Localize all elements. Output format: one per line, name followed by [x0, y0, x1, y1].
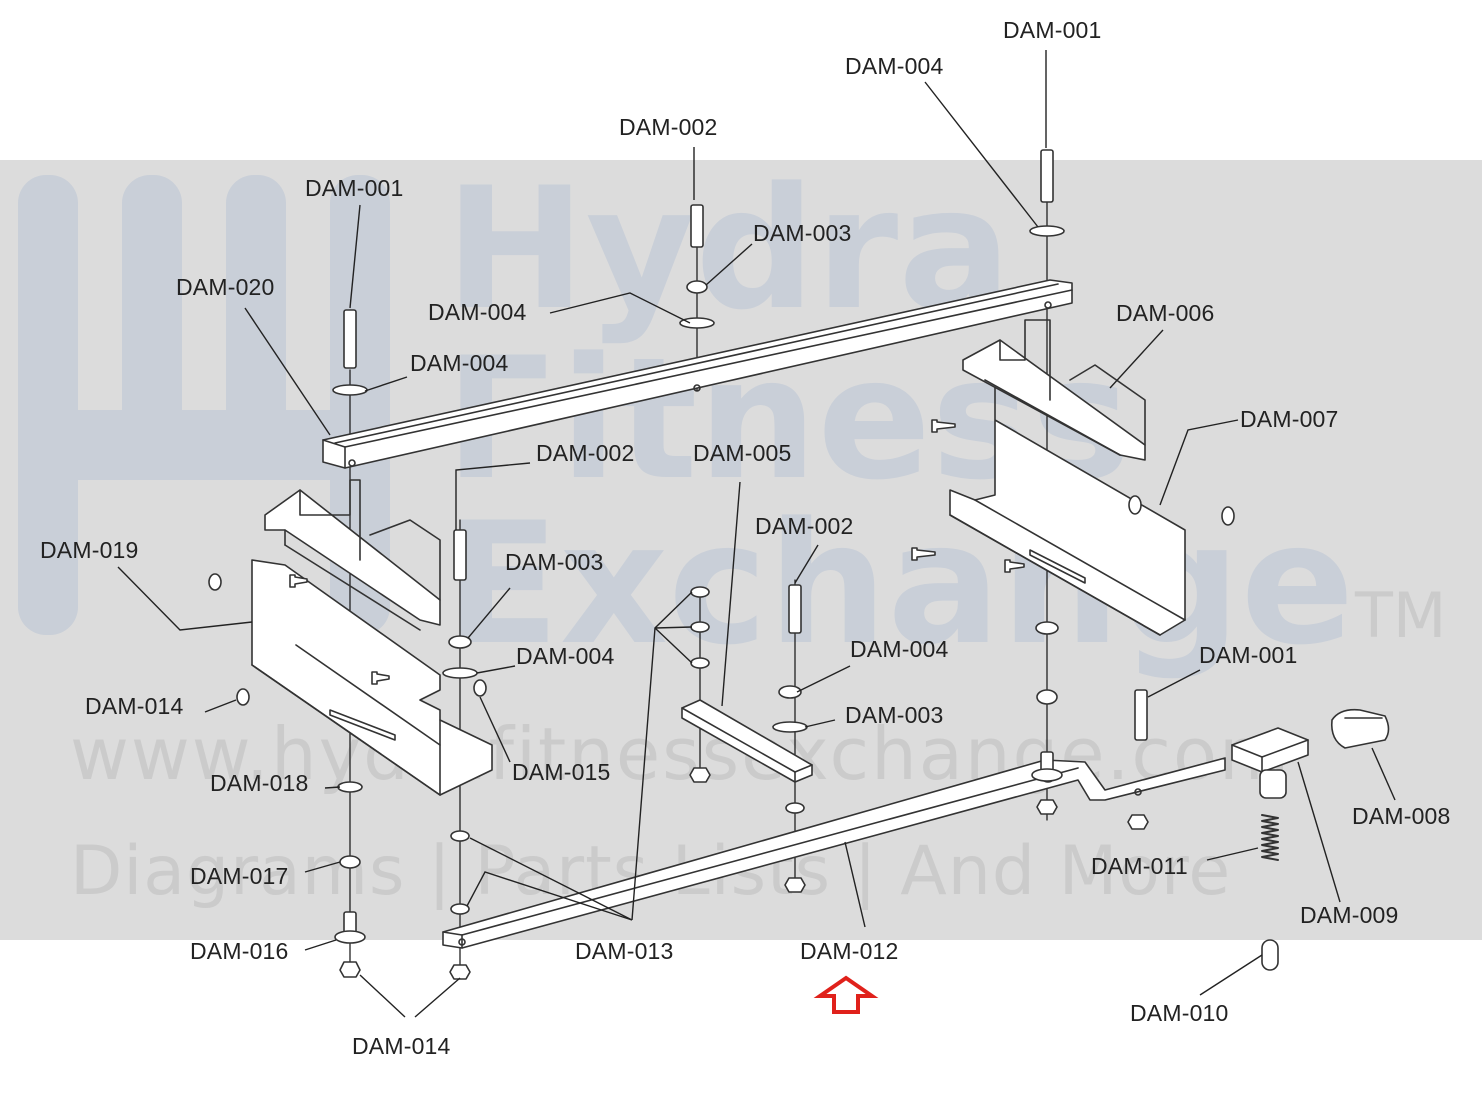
pin	[1261, 939, 1279, 971]
callout-label: DAM-014	[352, 1033, 451, 1059]
callout-label: DAM-002	[619, 114, 718, 140]
callout-label: DAM-002	[755, 513, 854, 539]
knob-cap	[1330, 708, 1390, 749]
callout-label: DAM-011	[1091, 853, 1188, 879]
callout-label: DAM-012	[800, 938, 899, 964]
top-rail	[322, 279, 1073, 469]
highlight-arrow-icon	[813, 975, 879, 1014]
spring	[1261, 814, 1279, 861]
callout-label: DAM-003	[845, 702, 944, 728]
callout-label: DAM-006	[1116, 300, 1215, 326]
callout-label: DAM-020	[176, 274, 275, 300]
callout-label: DAM-003	[505, 549, 604, 575]
callout-label: DAM-003	[753, 220, 852, 246]
watermark-word-exchange: Exchange	[445, 486, 1355, 682]
right-bracket	[949, 319, 1186, 636]
callout-label: DAM-017	[190, 863, 289, 889]
callout-label: DAM-001	[1199, 642, 1298, 668]
callout-label: DAM-005	[693, 440, 792, 466]
callout-label: DAM-016	[190, 938, 289, 964]
callout-label: DAM-007	[1240, 406, 1339, 432]
callout-label: DAM-008	[1352, 803, 1451, 829]
callout-label: DAM-004	[516, 643, 615, 669]
knob-housing	[1231, 727, 1309, 799]
callout-label: DAM-002	[536, 440, 635, 466]
leader-lines	[117, 50, 1396, 1018]
callout-label: DAM-019	[40, 537, 139, 563]
callout-label: DAM-004	[850, 636, 949, 662]
callout-label: DAM-004	[410, 350, 509, 376]
callout-label: DAM-013	[575, 938, 674, 964]
callout-label: DAM-004	[428, 299, 527, 325]
callout-label: DAM-015	[512, 759, 611, 785]
callout-label: DAM-009	[1300, 902, 1399, 928]
callout-label: DAM-010	[1130, 1000, 1229, 1026]
callout-label: DAM-004	[845, 53, 944, 79]
callout-label: DAM-001	[1003, 17, 1102, 43]
watermark-trademark: TM	[1355, 579, 1447, 652]
watermark-word-hydra: Hydra	[445, 151, 1012, 347]
callout-label: DAM-014	[85, 693, 184, 719]
spacer-bar	[681, 699, 813, 783]
callout-label: DAM-001	[305, 175, 404, 201]
callout-label: DAM-018	[210, 770, 309, 796]
